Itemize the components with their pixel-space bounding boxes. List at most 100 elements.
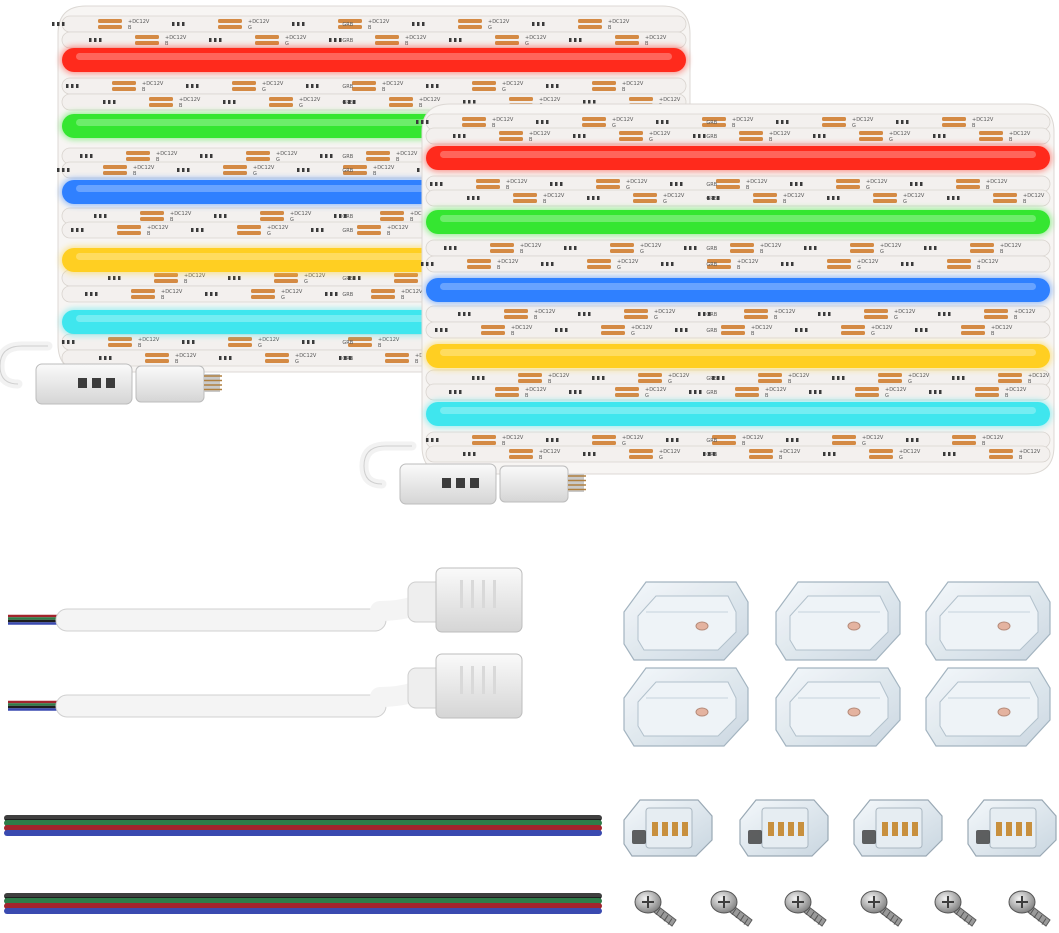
strip-voltage-label: +DC12V (543, 193, 565, 199)
strip-channel-label: B (788, 379, 792, 385)
copper-pad (509, 449, 533, 453)
strip-channel-label: B (419, 103, 423, 109)
strip-grb-label: GRB (342, 340, 353, 346)
smd-component (910, 182, 913, 186)
copper-pad (251, 295, 275, 299)
screw (934, 890, 977, 927)
smd-component (440, 182, 443, 186)
smd-component (837, 196, 840, 200)
smd-component (790, 182, 793, 186)
copper-pad (228, 337, 252, 341)
smd-component (593, 100, 596, 104)
wire-core (4, 893, 602, 899)
strip-voltage-label: +DC12V (732, 117, 754, 123)
smd-component (781, 120, 784, 124)
copper-pad (753, 199, 777, 203)
strip-channel-label: B (746, 185, 750, 191)
smd-component (962, 376, 965, 380)
strip-channel-label: B (534, 315, 538, 321)
mounting-clip (775, 667, 901, 747)
strip-grb-label: GRB (706, 438, 717, 444)
copper-pad (145, 353, 169, 357)
copper-pad (352, 87, 376, 91)
strip-voltage-label: +DC12V (742, 435, 764, 441)
copper-pad (998, 373, 1022, 377)
copper-pad (850, 249, 874, 253)
strip-voltage-label: +DC12V (1014, 309, 1036, 315)
smd-component (85, 154, 88, 158)
copper-pad (246, 151, 270, 155)
strip-channel-label: G (871, 331, 875, 337)
strip-voltage-label: +DC12V (506, 179, 528, 185)
smd-component (196, 84, 199, 88)
smd-component (818, 134, 821, 138)
smd-component (569, 246, 572, 250)
wire-core (4, 908, 602, 914)
smd-component (435, 328, 438, 332)
mounting-screws (634, 890, 1051, 927)
copper-pad (108, 337, 132, 341)
copper-pad (998, 379, 1022, 383)
smd-component (444, 246, 447, 250)
copper-pad (970, 243, 994, 247)
smd-component (924, 246, 927, 250)
screw-hole (847, 707, 861, 717)
strip-voltage-label: +DC12V (783, 193, 805, 199)
mounting-clip (925, 581, 1051, 661)
smd-component (95, 292, 98, 296)
strip-grb-label: GRB (342, 38, 353, 44)
copper-pad (518, 379, 542, 383)
strip-channel-label: G (852, 123, 856, 129)
smd-component (556, 84, 559, 88)
smd-component (842, 376, 845, 380)
smd-component (458, 312, 461, 316)
strip-grb-label: GRB (342, 84, 353, 90)
strip-channel-label: B (525, 393, 529, 399)
strip-voltage-label: +DC12V (156, 151, 178, 157)
smd-component (109, 356, 112, 360)
smd-component (67, 340, 70, 344)
copper-pad (942, 117, 966, 121)
strip-grb-label: GRB (342, 154, 353, 160)
copper-pad (357, 225, 381, 229)
strip-channel-label: B (170, 217, 174, 223)
strip-channel-label: G (631, 331, 635, 337)
strip-channel-label: B (156, 157, 160, 163)
smd-component (224, 356, 227, 360)
smd-component (901, 120, 904, 124)
smd-component (353, 276, 356, 280)
smd-component (541, 262, 544, 266)
strip-voltage-label: +DC12V (502, 81, 524, 87)
smd-component (187, 340, 190, 344)
copper-pad (970, 249, 994, 253)
smd-component (463, 100, 466, 104)
smd-component (703, 452, 706, 456)
strip-channel-label: G (262, 87, 266, 93)
smd-component (431, 438, 434, 442)
strip-channel-label: G (866, 185, 870, 191)
connector-pin-slot (470, 478, 479, 488)
copper-pad (509, 97, 533, 101)
solderless-connectors (623, 799, 1057, 857)
strip-channel-label: B (387, 231, 391, 237)
contact-pin (1026, 822, 1032, 836)
smd-component (569, 38, 572, 42)
smd-component (813, 134, 816, 138)
strip-voltage-label: +DC12V (419, 97, 441, 103)
copper-pad (587, 259, 611, 263)
copper-pad (149, 103, 173, 107)
copper-pad (827, 265, 851, 269)
smd-component (818, 312, 821, 316)
copper-pad (615, 387, 639, 391)
strip-channel-label: B (382, 87, 386, 93)
smd-component (343, 100, 346, 104)
strip-voltage-label: +DC12V (290, 211, 312, 217)
copper-pad (629, 449, 653, 453)
copper-pad (467, 265, 491, 269)
copper-pad (246, 157, 270, 161)
smd-component (233, 276, 236, 280)
smd-component (592, 376, 595, 380)
smd-component (680, 182, 683, 186)
strip-channel-label: B (774, 315, 778, 321)
